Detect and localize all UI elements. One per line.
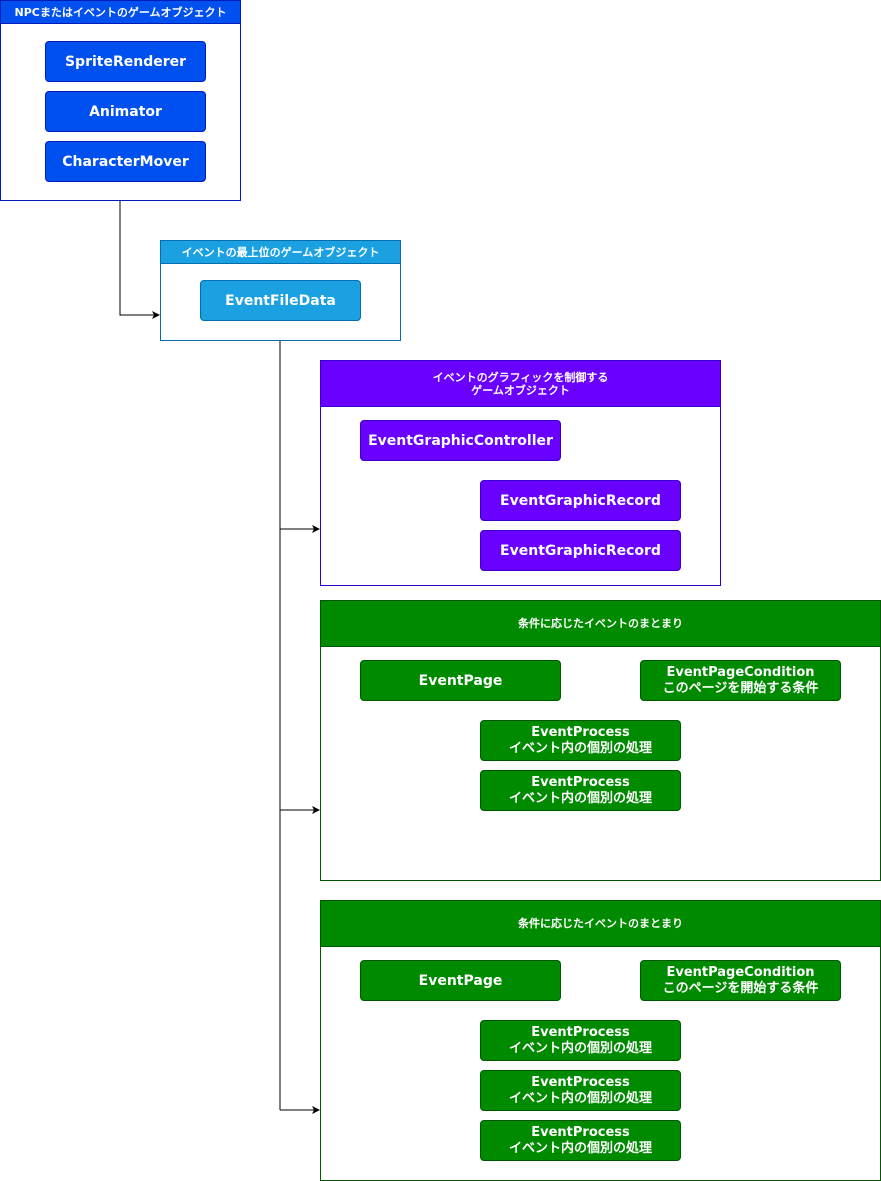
event-root-container: イベントの最上位のゲームオブジェクト EventFileData bbox=[160, 240, 401, 341]
event-process-component: EventProcess イベント内の個別の処理 bbox=[480, 720, 681, 761]
event-graphic-record-label: EventGraphicRecord bbox=[500, 492, 661, 509]
event-process-desc: イベント内の個別の処理 bbox=[508, 740, 652, 756]
event-page-condition-desc: このページを開始する条件 bbox=[662, 980, 819, 996]
animator-label: Animator bbox=[89, 103, 162, 120]
graphic-container-title: イベントのグラフィックを制御する ゲームオブジェクト bbox=[321, 361, 720, 407]
event-process-name: EventProcess bbox=[531, 1074, 630, 1090]
event-process-name: EventProcess bbox=[531, 1124, 630, 1140]
event-page-condition-component: EventPageCondition このページを開始する条件 bbox=[640, 660, 841, 701]
event-graphic-record-label: EventGraphicRecord bbox=[500, 542, 661, 559]
sprite-renderer-component: SpriteRenderer bbox=[45, 41, 206, 82]
sprite-renderer-label: SpriteRenderer bbox=[64, 53, 187, 70]
event-page-condition-component: EventPageCondition このページを開始する条件 bbox=[640, 960, 841, 1001]
character-mover-label: CharacterMover bbox=[62, 153, 189, 170]
event-process-desc: イベント内の個別の処理 bbox=[508, 1140, 652, 1156]
event-process-desc: イベント内の個別の処理 bbox=[508, 790, 652, 806]
event-graphic-record-component: EventGraphicRecord bbox=[480, 530, 681, 571]
event-process-component: EventProcess イベント内の個別の処理 bbox=[480, 770, 681, 811]
event-process-name: EventProcess bbox=[531, 724, 630, 740]
event-page-group-title: 条件に応じたイベントのまとまり bbox=[321, 601, 880, 647]
event-process-name: EventProcess bbox=[531, 774, 630, 790]
graphic-container: イベントのグラフィックを制御する ゲームオブジェクト EventGraphicC… bbox=[320, 360, 721, 586]
event-page-group: 条件に応じたイベントのまとまり EventPage EventPageCondi… bbox=[320, 600, 881, 881]
animator-component: Animator bbox=[45, 91, 206, 132]
event-page-component: EventPage bbox=[360, 960, 561, 1001]
event-page-condition-desc: このページを開始する条件 bbox=[662, 680, 819, 696]
connector-npc-to-root bbox=[119, 200, 160, 319]
event-process-component: EventProcess イベント内の個別の処理 bbox=[480, 1070, 681, 1111]
event-file-data-component: EventFileData bbox=[200, 280, 361, 321]
npc-container-title: NPCまたはイベントのゲームオブジェクト bbox=[1, 1, 240, 24]
event-process-desc: イベント内の個別の処理 bbox=[508, 1090, 652, 1106]
event-root-title: イベントの最上位のゲームオブジェクト bbox=[161, 241, 400, 264]
event-page-group: 条件に応じたイベントのまとまり EventPage EventPageCondi… bbox=[320, 900, 881, 1181]
event-page-component: EventPage bbox=[360, 660, 561, 701]
event-graphic-controller-label: EventGraphicController bbox=[368, 432, 553, 449]
event-process-component: EventProcess イベント内の個別の処理 bbox=[480, 1020, 681, 1061]
character-mover-component: CharacterMover bbox=[45, 141, 206, 182]
event-page-label: EventPage bbox=[418, 672, 503, 689]
npc-container: NPCまたはイベントのゲームオブジェクト SpriteRenderer Anim… bbox=[0, 0, 241, 201]
event-file-data-label: EventFileData bbox=[225, 292, 336, 309]
event-process-component: EventProcess イベント内の個別の処理 bbox=[480, 1120, 681, 1161]
event-page-group-title: 条件に応じたイベントのまとまり bbox=[321, 901, 880, 947]
event-graphic-controller-component: EventGraphicController bbox=[360, 420, 561, 461]
event-process-name: EventProcess bbox=[531, 1024, 630, 1040]
event-page-condition-name: EventPageCondition bbox=[666, 664, 815, 680]
event-page-condition-name: EventPageCondition bbox=[666, 964, 815, 980]
event-page-label: EventPage bbox=[418, 972, 503, 989]
event-graphic-record-component: EventGraphicRecord bbox=[480, 480, 681, 521]
event-process-desc: イベント内の個別の処理 bbox=[508, 1040, 652, 1056]
